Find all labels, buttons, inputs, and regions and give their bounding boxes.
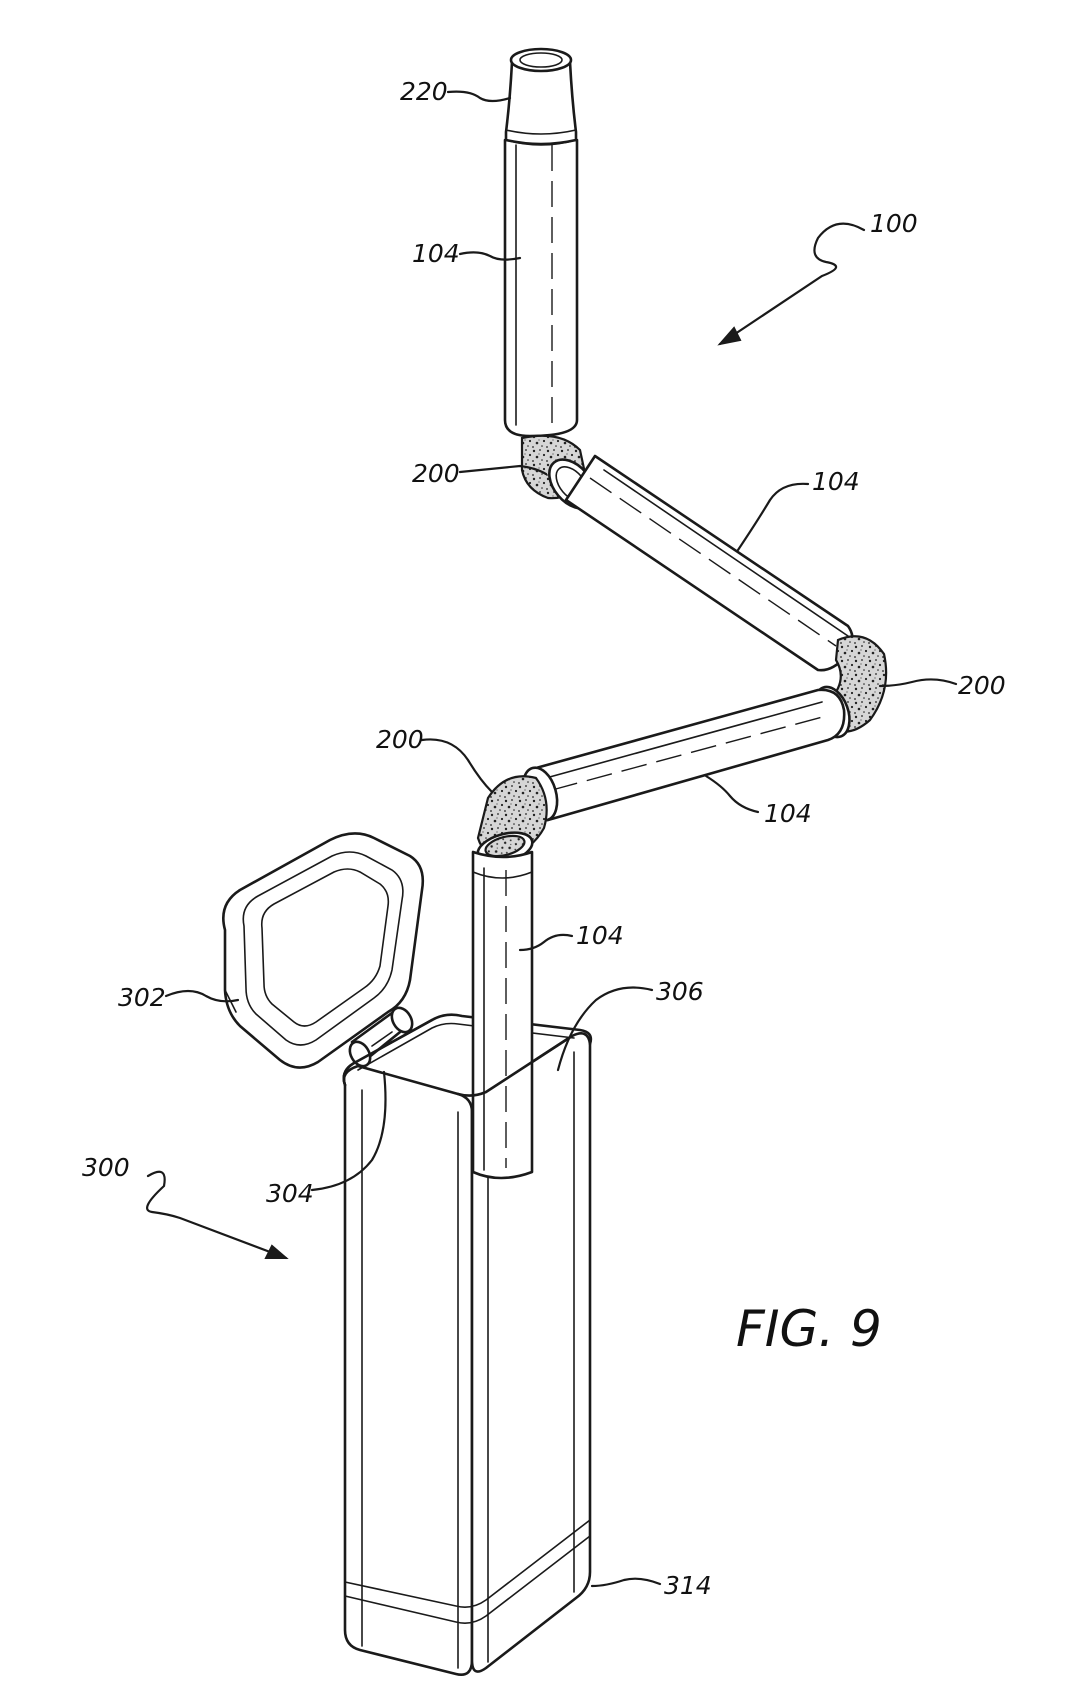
leader-220 (446, 90, 512, 103)
label-200-lower: 200 (376, 725, 424, 754)
assembly-arrow-300 (146, 1170, 289, 1260)
label-200-right: 200 (958, 671, 1006, 700)
label-300: 300 (82, 1153, 130, 1182)
leader-304 (310, 1070, 387, 1192)
case-body (342, 1013, 593, 1676)
leader-306 (556, 986, 654, 1072)
label-104-top: 104 (412, 239, 460, 268)
label-200-upper: 200 (412, 459, 460, 488)
leader-200-lower (420, 738, 494, 794)
leader-104-top (458, 251, 522, 261)
mouthpiece (504, 47, 578, 146)
label-302: 302 (118, 983, 166, 1012)
leader-302 (164, 989, 240, 1003)
label-314: 314 (664, 1571, 712, 1600)
label-104-upper-diagonal: 104 (812, 467, 860, 496)
case-lid (222, 832, 425, 1069)
case-rim-front-right (456, 1034, 574, 1097)
leader-104-upper-diagonal (736, 482, 810, 552)
assembly-arrow-100 (717, 222, 866, 346)
label-104-lower-diagonal: 104 (764, 799, 812, 828)
leader-104-vertical (518, 933, 574, 952)
figure-title: FIG. 9 (736, 1300, 882, 1358)
straw-segment-upper-diagonal (564, 454, 854, 672)
straw-segment-vertical (471, 850, 534, 1180)
leader-200-upper (458, 464, 548, 476)
straw-segment-top (503, 138, 579, 438)
label-220: 220 (400, 77, 448, 106)
leader-104-lower-diagonal (704, 774, 760, 814)
label-306: 306 (656, 977, 704, 1006)
label-100: 100 (870, 209, 918, 238)
case-hinge (348, 1006, 414, 1068)
leader-200-right (878, 678, 958, 688)
label-304: 304 (266, 1179, 314, 1208)
leader-314 (590, 1577, 662, 1588)
label-104-vertical: 104 (576, 921, 624, 950)
case-rim-front (342, 1018, 434, 1087)
